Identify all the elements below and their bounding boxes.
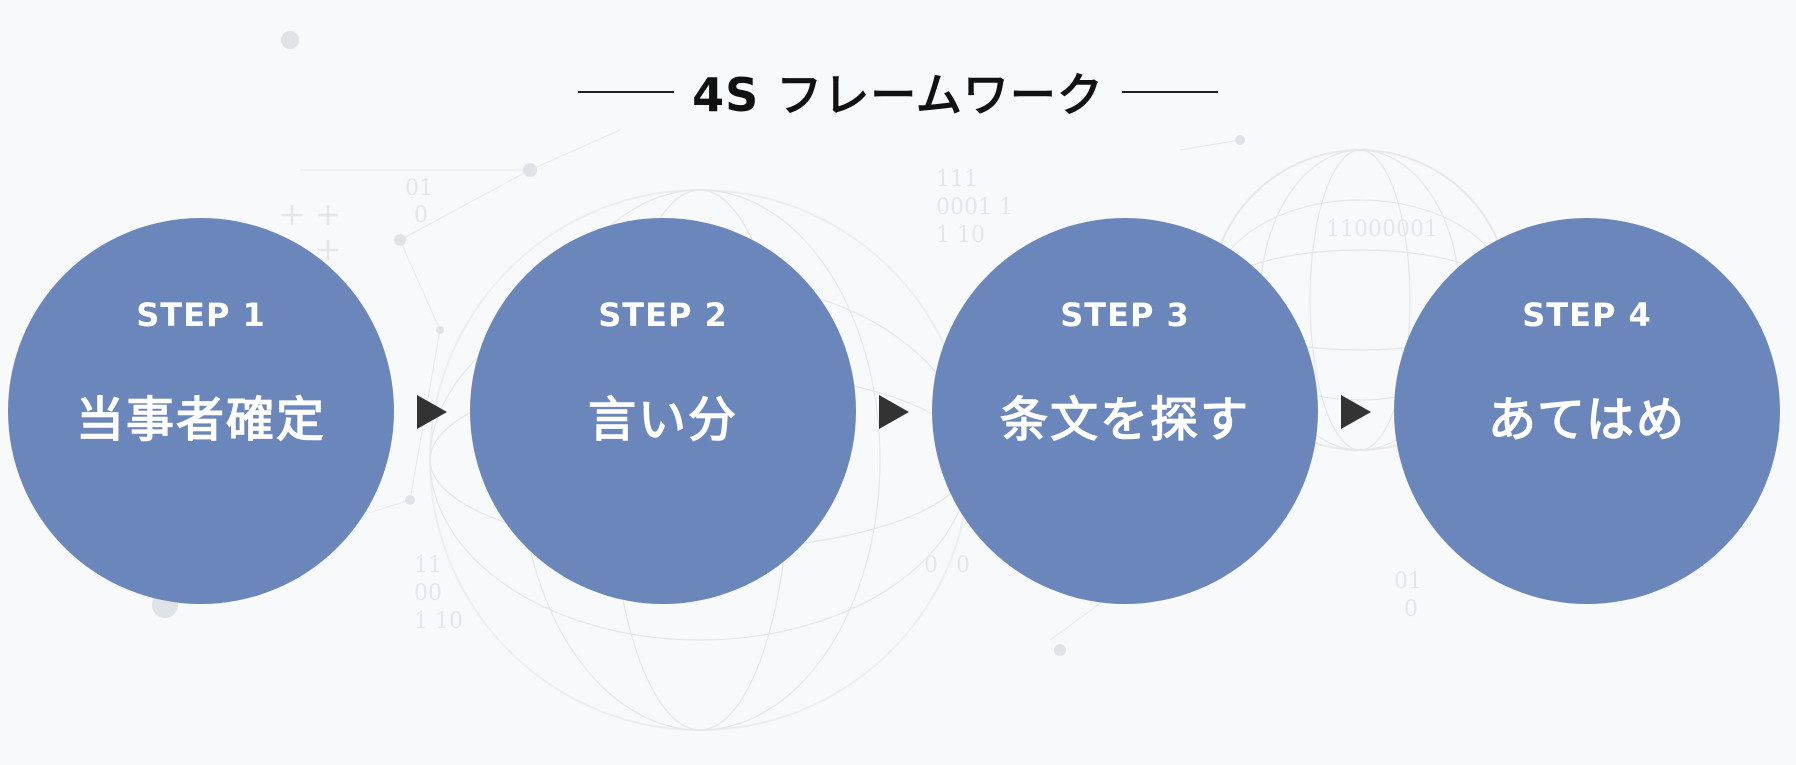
title-rule-left: [578, 91, 675, 93]
step-4-circle: STEP 4 あてはめ: [1394, 218, 1780, 604]
bg-digits-9: 01: [1394, 569, 1422, 594]
bg-digits-2: 0: [414, 203, 428, 228]
bg-digits-5: 1 10: [936, 223, 985, 248]
title-rule-right: [1121, 91, 1218, 93]
bg-digits-6: 11000001: [1326, 217, 1438, 242]
step-3-circle: STEP 3 条文を探す: [932, 218, 1318, 604]
framework-title: 4S フレームワーク: [0, 62, 1796, 122]
bg-digits-4: 0001 1: [936, 195, 1013, 220]
bg-digits-7: 0: [924, 553, 938, 578]
step-3-name: 条文を探す: [999, 392, 1250, 448]
step-2-name: 言い分: [587, 392, 738, 448]
bg-digits-10: 0: [1404, 597, 1418, 622]
bg-digits-3: 111: [936, 167, 978, 192]
bg-digits-13: 1 10: [414, 609, 463, 634]
arrow-right-icon: [879, 395, 909, 429]
bg-digits-12: 00: [414, 581, 442, 606]
arrow-right-icon: [417, 395, 447, 429]
step-4-label: STEP 4: [1522, 296, 1652, 334]
step-2-circle: STEP 2 言い分: [470, 218, 856, 604]
step-2-label: STEP 2: [598, 296, 728, 334]
step-1-label: STEP 1: [136, 296, 266, 334]
bg-digits-8: 0: [956, 553, 970, 578]
bg-digits-11: 11: [414, 553, 442, 578]
arrow-right-icon: [1341, 395, 1371, 429]
step-3-label: STEP 3: [1060, 296, 1190, 334]
title-text: 4S フレームワーク: [692, 68, 1104, 122]
step-4-name: あてはめ: [1487, 392, 1687, 448]
step-1-name: 当事者確定: [75, 392, 326, 448]
bg-digits-1: 01: [405, 176, 433, 201]
step-1-circle: STEP 1 当事者確定: [8, 218, 394, 604]
